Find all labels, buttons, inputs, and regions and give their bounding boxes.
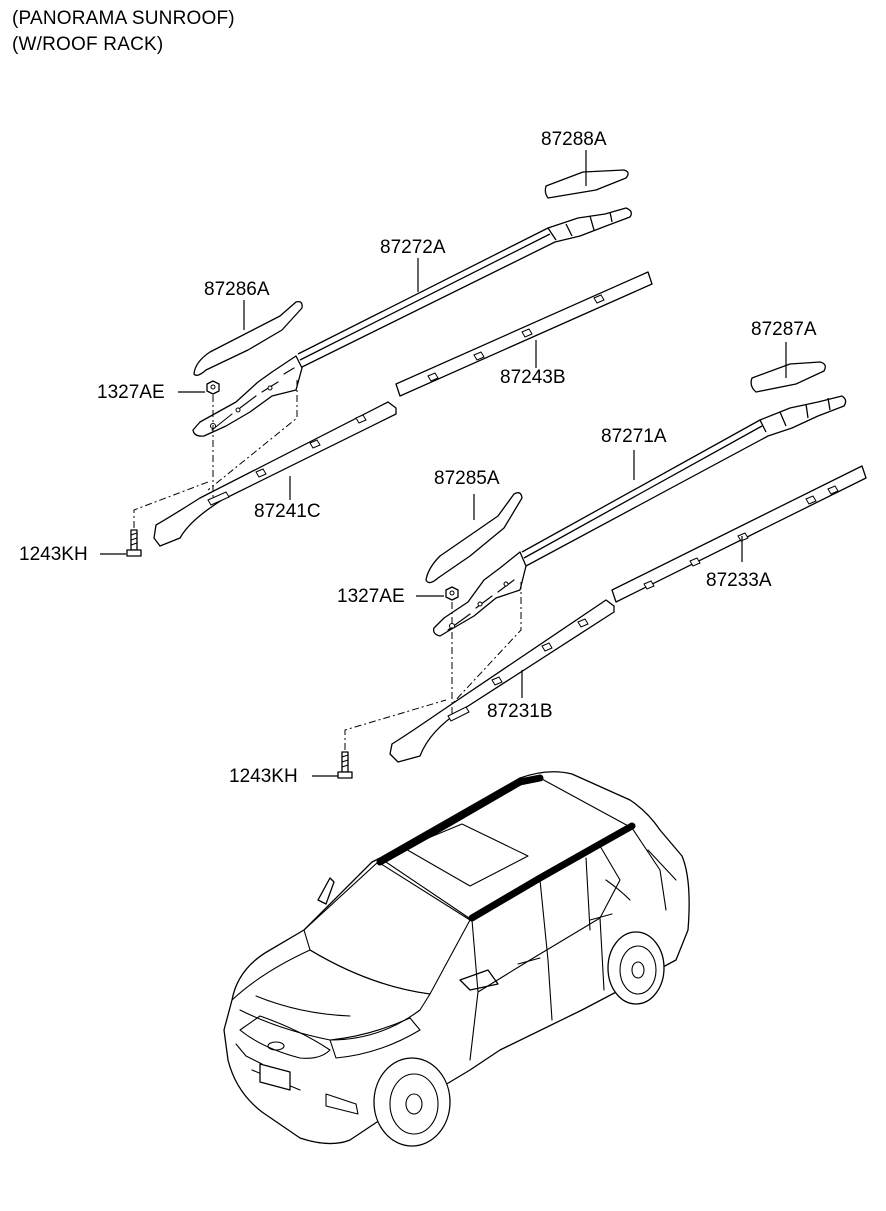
part-87243B-rear-moulding[interactable] — [395, 271, 653, 397]
label-87272A: 87272A — [380, 237, 446, 258]
part-1243KH-bolt-bottom[interactable] — [337, 751, 353, 779]
part-1327AE-nut-top[interactable] — [206, 380, 220, 395]
label-1327AE-bottom: 1327AE — [337, 586, 405, 607]
part-87271A-roof-rail[interactable] — [432, 395, 847, 637]
label-1243KH-top: 1243KH — [19, 544, 88, 565]
label-87241C: 87241C — [254, 501, 321, 522]
part-87233A-rear-moulding[interactable] — [611, 465, 867, 603]
label-1327AE-top: 1327AE — [97, 382, 165, 403]
label-87271A: 87271A — [601, 426, 667, 447]
part-87286A-front-cover[interactable] — [193, 300, 303, 376]
diagram-title-line2: (W/ROOF RACK) — [12, 34, 164, 55]
label-87287A: 87287A — [751, 319, 817, 340]
part-1327AE-nut-bottom[interactable] — [445, 586, 459, 601]
label-87231B: 87231B — [487, 701, 553, 722]
part-87231B-front-moulding[interactable] — [389, 599, 615, 763]
part-1243KH-bolt-top[interactable] — [126, 529, 142, 557]
vehicle-illustration — [223, 771, 690, 1147]
part-87272A-roof-rail[interactable] — [192, 207, 632, 437]
part-87241C-front-moulding[interactable] — [153, 401, 397, 547]
diagram-title-line1: (PANORAMA SUNROOF) — [12, 8, 235, 29]
label-1243KH-bottom: 1243KH — [229, 766, 298, 787]
label-87233A: 87233A — [706, 570, 772, 591]
part-87288A-end-cover[interactable] — [544, 169, 629, 199]
part-87287A-end-cover[interactable] — [750, 361, 826, 393]
part-87285A-front-cover[interactable] — [425, 492, 523, 584]
label-87288A: 87288A — [541, 129, 607, 150]
label-87243B: 87243B — [500, 367, 566, 388]
label-87286A: 87286A — [204, 279, 270, 300]
label-87285A: 87285A — [434, 468, 500, 489]
